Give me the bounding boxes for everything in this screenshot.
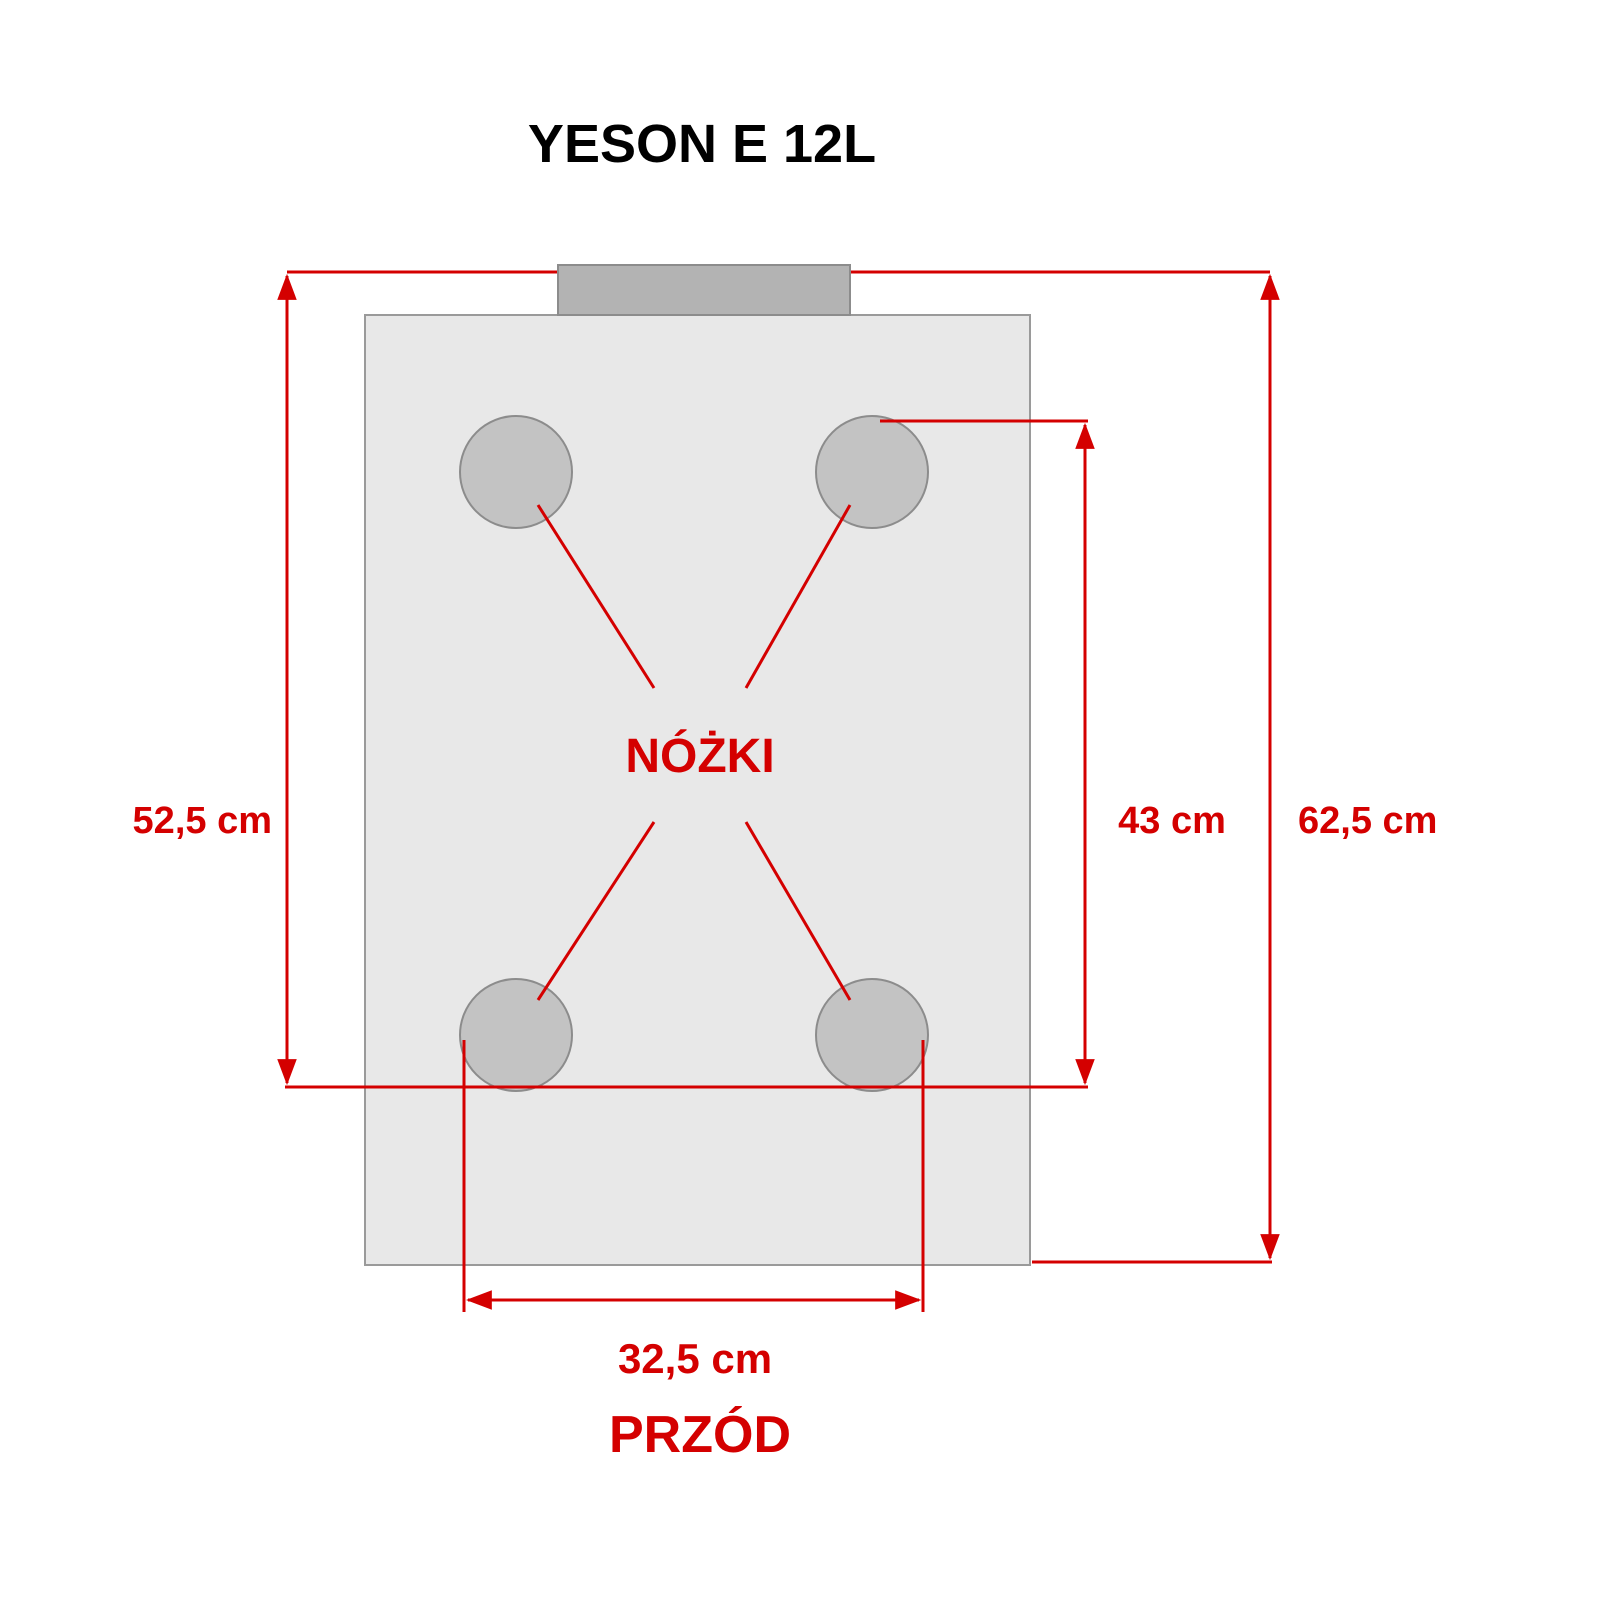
foot-top-right [815,415,929,529]
dimension-label-62-5: 62,5 cm [1298,800,1437,842]
device-handle [557,264,851,316]
pointer-line-bottom-right [744,821,852,1001]
pointer-line-top-right [744,504,852,689]
pointer-line-top-left [536,504,656,689]
dimension-label-32-5: 32,5 cm [618,1335,772,1382]
dimension-label-52-5: 52,5 cm [133,800,272,842]
pointer-line-bottom-left [536,821,656,1001]
foot-bottom-right [815,978,929,1092]
foot-bottom-left [459,978,573,1092]
foot-top-left [459,415,573,529]
dimension-label-43: 43 cm [1118,800,1226,842]
front-label: PRZÓD [609,1406,791,1464]
diagram-title: YESON E 12L [528,114,876,174]
feet-label: NÓŻKI [625,728,774,783]
